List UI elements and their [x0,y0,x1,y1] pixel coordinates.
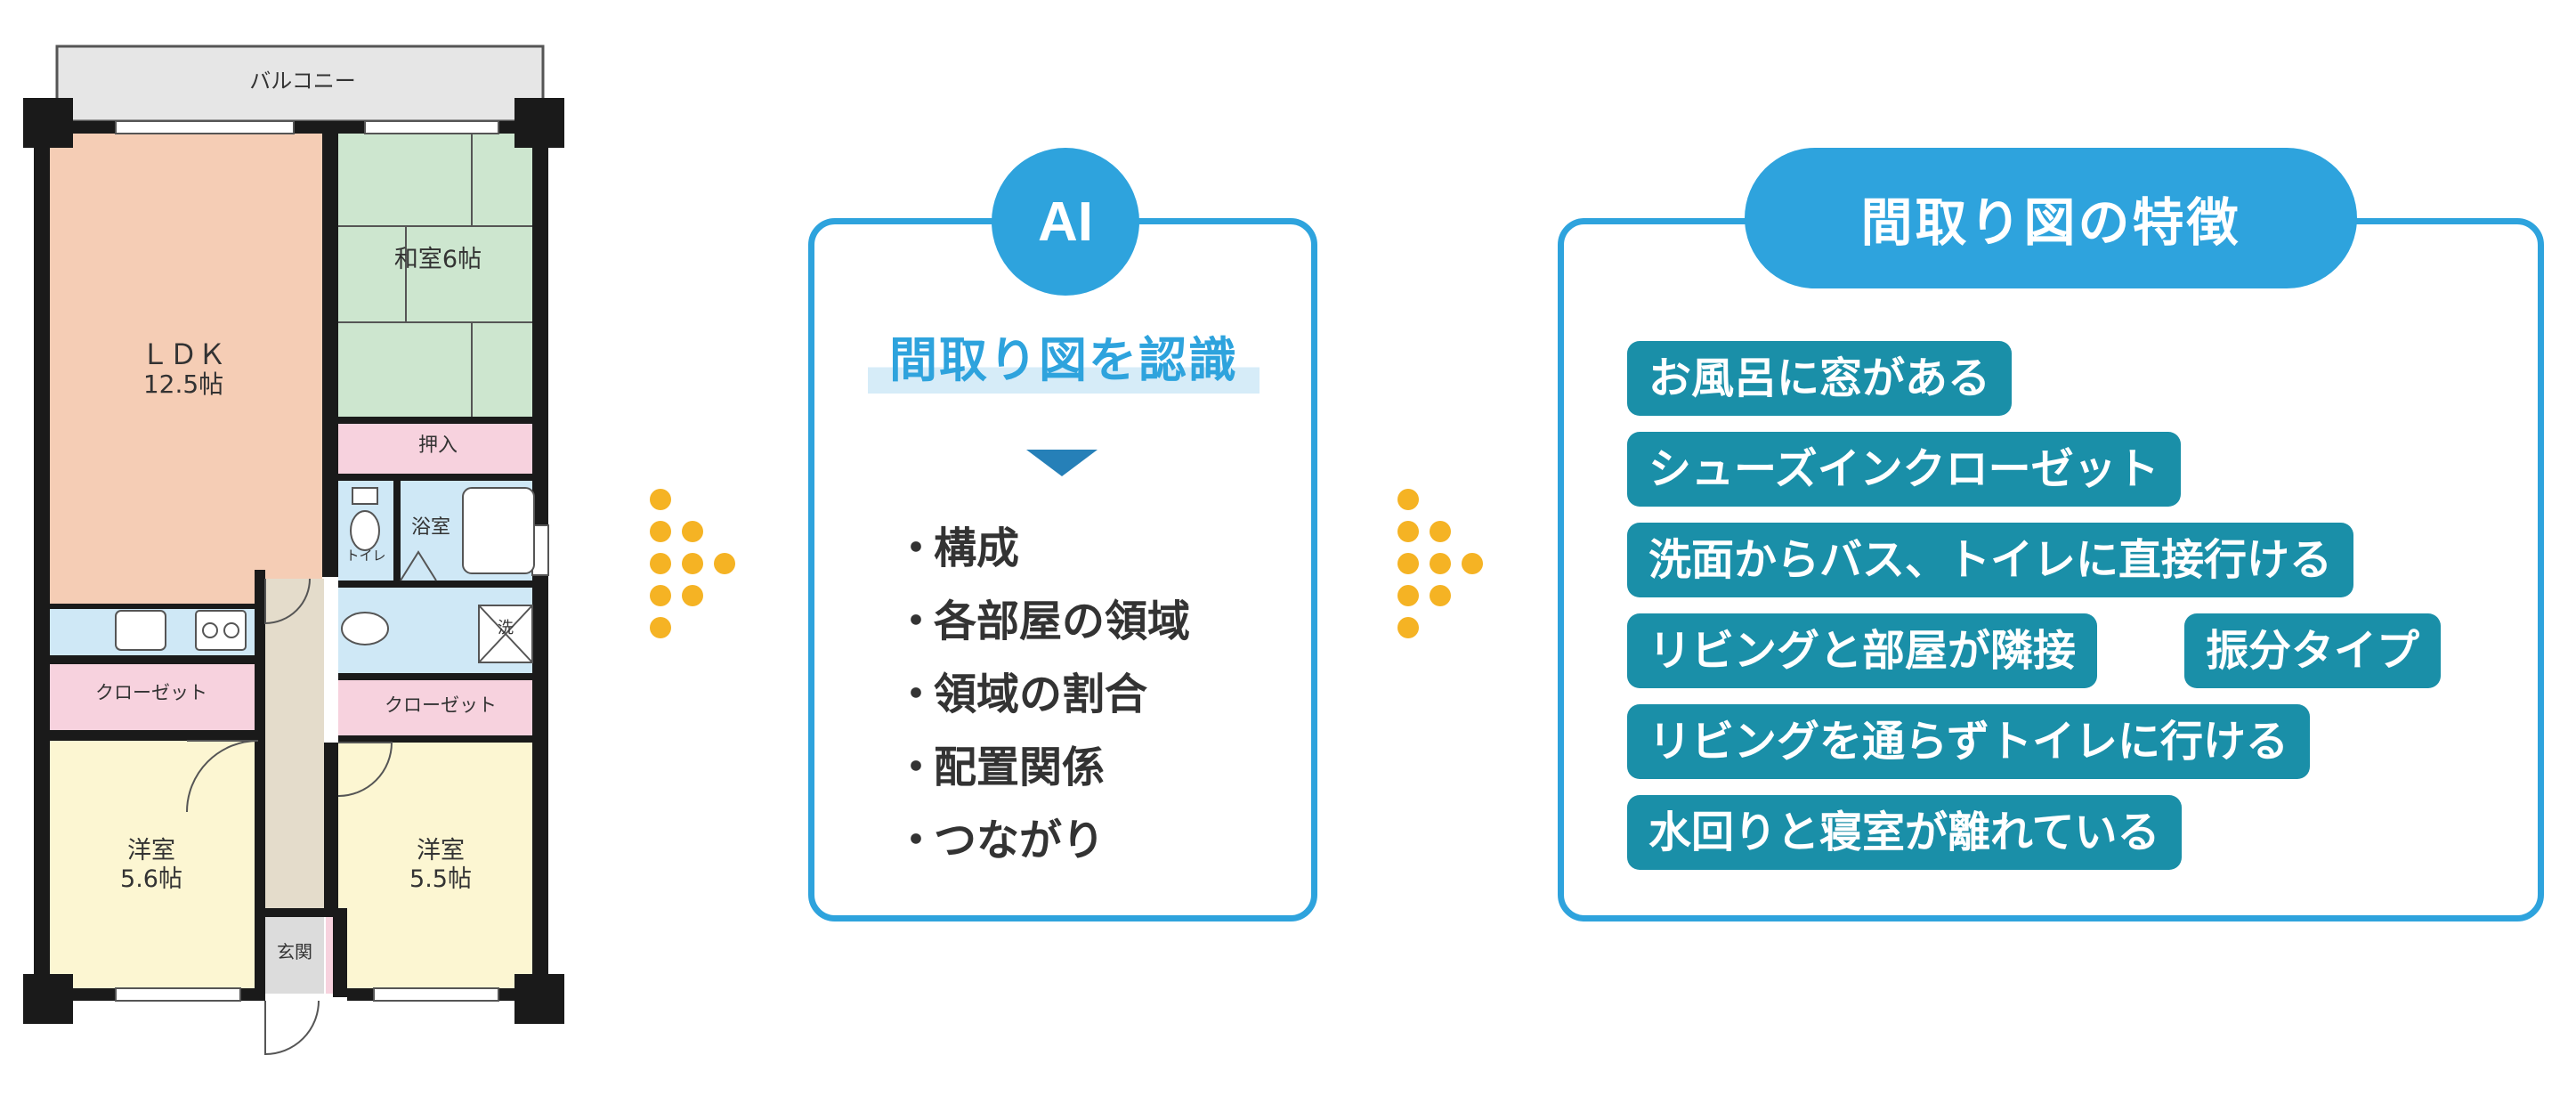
feature-tag: リビングと部屋が隣接 [1627,613,2098,688]
floor-plan-drawing [23,45,564,1056]
arrow-dot [1397,553,1419,574]
features-title: 間取り図の特徴 [1745,148,2357,288]
yoshitsu1-room [45,741,258,994]
closet-right-label: クローゼット [385,694,497,716]
list-item: ・各部屋の領域 [895,585,1190,658]
feature-tag: リビングを通らずトイレに行ける [1627,704,2311,779]
bullet: ・ [895,670,938,719]
list-item: ・領域の割合 [895,658,1190,731]
arrow-dot [1430,585,1451,606]
feature-tag: 振分タイプ [2184,613,2442,688]
balcony-label: バルコニー [249,69,356,93]
list-item: ・構成 [895,512,1190,585]
feature-tag: 水回りと寝室が離れている [1627,795,2182,870]
feature-tag: シューズインクローゼット [1627,432,2181,507]
genkan-area [265,917,324,994]
yoshitsu1-size-label: 5.6帖 [120,865,182,893]
bullet: ・ [895,524,938,573]
yoshitsu1-label: 洋室 [127,837,175,865]
ldk-label: ＬＤＫ [140,337,226,371]
closet-left-label: クローゼット [95,682,207,703]
ldk-size-label: 12.5帖 [142,369,224,399]
bath-label: 浴室 [410,516,450,539]
feature-tag: 洗面からバス、トイレに直接行ける [1627,523,2354,597]
arrow-dot [714,553,735,574]
toilet-label: トイレ [345,548,386,564]
hallway [265,579,324,908]
list-item-label: 各部屋の領域 [934,597,1191,646]
down-triangle-icon [1026,450,1098,476]
ai-recognition-list: ・構成 ・各部屋の領域 ・領域の割合 ・配置関係 ・つながり [895,512,1190,877]
closet-left-area [45,664,258,730]
washitsu-label: 和室6帖 [393,246,482,273]
genkan-label: 玄関 [277,941,312,962]
ldk-room [45,134,322,604]
arrow-dot [650,553,671,574]
arrow-dot [682,553,703,574]
closet-right-area [338,680,543,735]
washitsu-room [338,134,543,417]
kitchen-fixtures [115,610,247,651]
arrow-dot [1397,521,1419,542]
arrow-dot [1397,489,1419,510]
list-item-label: 構成 [934,524,1020,573]
balcony-area [55,45,545,123]
feature-tag: お風呂に窓がある [1627,341,2013,416]
windows [115,120,549,1002]
oshiire-label: 押入 [417,434,458,457]
list-item-label: つながり [934,816,1106,865]
ai-heading: 間取り図を認識 [868,331,1260,394]
ai-badge: AI [992,148,1139,296]
arrow-dot [682,521,703,542]
tatami-lines [338,134,543,417]
arrow-dot [682,585,703,606]
arrow-dot [1430,521,1451,542]
arrow-dot [1397,617,1419,638]
arrow-dot [650,521,671,542]
bullet: ・ [895,816,938,865]
arrow-dot [1397,585,1419,606]
yoshitsu2-label: 洋室 [417,837,465,865]
arrow-dot [650,489,671,510]
water-fixtures [341,487,535,663]
bullet: ・ [895,597,938,646]
list-item-label: 配置関係 [934,743,1106,792]
arrow-dot [650,585,671,606]
list-item: ・つながり [895,804,1190,877]
list-item-label: 領域の割合 [934,670,1148,719]
arrow-dot [650,617,671,638]
doors [186,550,437,1056]
arrow-dot [1430,553,1451,574]
arrow-dot [1462,553,1483,574]
bullet: ・ [895,743,938,792]
list-item: ・配置関係 [895,731,1190,804]
wash-label: 洗 [498,619,514,637]
floor-plan: バルコニー ＬＤＫ 12.5帖 和室6帖 押入 浴室 トイレ 洗 クローゼット … [0,0,605,1092]
oshiire-area [338,424,543,474]
yoshitsu2-size-label: 5.5帖 [409,865,472,893]
